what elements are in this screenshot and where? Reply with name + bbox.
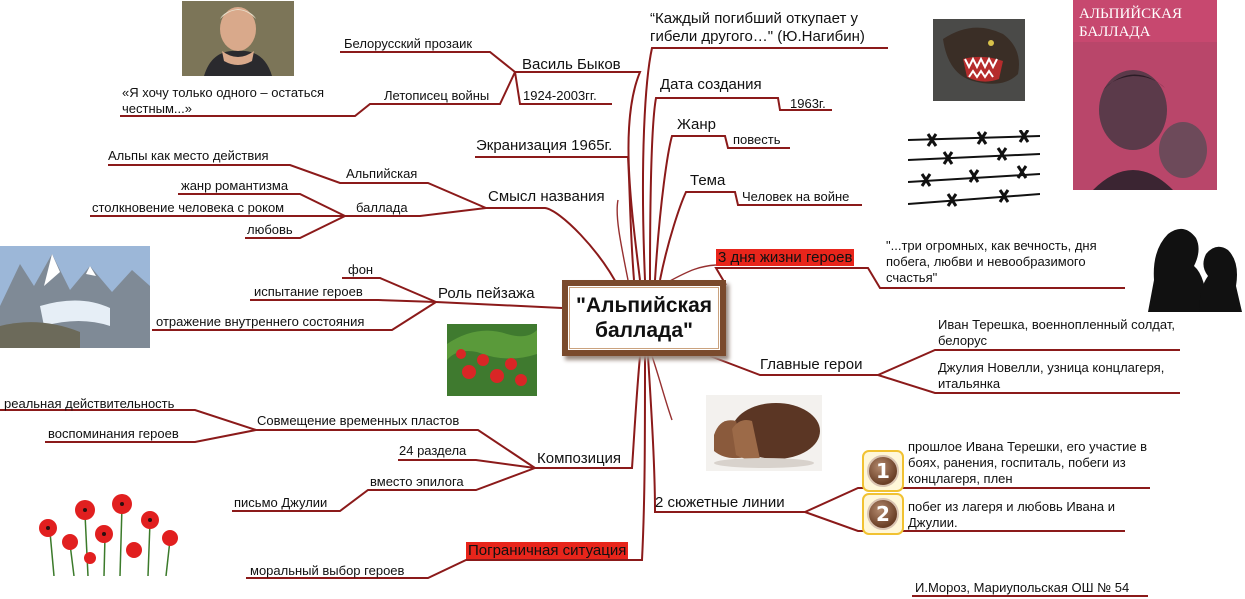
node-pogranichnaya-label: Пограничная ситуация	[466, 542, 629, 559]
node-bykov-quote: «Я хочу только одного – остаться честным…	[122, 85, 325, 116]
connector	[246, 355, 646, 579]
node-tri-dnya: 3 дня жизни героев	[716, 249, 855, 267]
node-data-sozdaniya: Дата создания	[660, 76, 762, 93]
node-sovmeshchenie: Совмещение временных пластов	[257, 413, 460, 428]
connector	[641, 47, 888, 281]
node-lubov: любовь	[247, 222, 293, 237]
node-line2: побег из лагеря и любовь Ивана и Джулии.	[908, 499, 1116, 530]
connector	[804, 487, 1150, 513]
node-prozaik: Белорусский прозаик	[344, 36, 473, 51]
connector	[345, 207, 487, 217]
couple-silhouette-image	[1148, 228, 1242, 312]
node-pogranichnaya: Пограничная ситуация	[466, 542, 629, 560]
connector	[659, 191, 862, 281]
node-tema: Тема	[690, 172, 726, 189]
node-ispytanie: испытание героев	[254, 284, 363, 299]
node-zhanr: Жанр	[677, 116, 716, 133]
node-tri-dnya-label: 3 дня жизни героев	[716, 249, 855, 266]
central-topic: "Альпийская баллада"	[562, 280, 726, 356]
connector	[667, 264, 717, 283]
node-line1: прошлое Ивана Терешки, его участие в боя…	[908, 439, 1148, 486]
node-stolknovenie: столкновение человека с роком	[92, 200, 285, 215]
central-topic-label: "Альпийская баллада"	[576, 294, 712, 342]
node-fon: фон	[348, 262, 374, 277]
node-tema-val: Человек на войне	[742, 189, 850, 204]
node-glavnye-geroi: Главные герои	[760, 356, 863, 373]
node-tri-dnya-quote: "...три огромных, как вечность, дня побе…	[886, 238, 1097, 285]
node-razdela: 24 раздела	[399, 443, 467, 458]
connector	[340, 51, 516, 73]
connector	[108, 164, 487, 209]
connector	[0, 409, 257, 431]
bread-image	[706, 395, 822, 471]
connector	[45, 429, 257, 443]
connector	[120, 71, 516, 117]
mountains-image	[0, 246, 150, 348]
connector	[250, 299, 437, 303]
node-vospominaniya: воспоминания героев	[48, 426, 179, 441]
connector	[709, 355, 878, 376]
number-2-icon: 2	[862, 493, 904, 535]
node-realnaya: реальная действительность	[4, 396, 175, 411]
connector	[232, 467, 536, 512]
number-1-disc: 1	[867, 455, 899, 487]
node-dzhulia: Джулия Новелли, узница концлагеря, италь…	[938, 360, 1165, 391]
connector	[435, 301, 563, 309]
node-moralny: моральный выбор героев	[250, 563, 405, 578]
node-alpy: Альпы как место действия	[108, 148, 269, 163]
connector	[647, 355, 805, 513]
node-ballada: баллада	[356, 200, 408, 215]
node-smysl: Смысл названия	[488, 188, 605, 205]
node-alpiyskaya: Альпийская	[346, 166, 418, 181]
node-data-year: 1963г.	[790, 96, 826, 111]
connector	[178, 193, 346, 217]
connector	[535, 355, 641, 469]
connector	[714, 267, 1125, 289]
node-years: 1924-2003гг.	[523, 88, 597, 103]
connector	[152, 301, 437, 331]
node-zhanr-val: повесть	[733, 132, 781, 147]
connector	[654, 135, 790, 281]
node-kompoziciya: Композиция	[537, 450, 622, 467]
node-letopisec: Летописец войны	[384, 88, 490, 103]
node-ivan: Иван Терешка, военнопленный солдат, бело…	[938, 317, 1175, 348]
node-vmesto-epiloga: вместо эпилога	[370, 474, 464, 489]
connector	[877, 374, 1180, 394]
connector	[475, 156, 635, 281]
node-syuzhetnye-linii: 2 сюжетные линии	[655, 494, 785, 511]
connector	[398, 459, 536, 469]
node-bykov: Василь Быков	[522, 56, 621, 73]
barbed-wire-image	[908, 130, 1040, 207]
connector	[877, 349, 1180, 376]
number-1-icon: 1	[862, 450, 904, 492]
connector	[804, 511, 1125, 532]
connector	[649, 97, 832, 281]
node-nagibin-quote: “Каждый погибший откупает у гибели друго…	[650, 10, 865, 45]
node-ekranizaciya: Экранизация 1965г.	[476, 137, 613, 154]
connector	[245, 215, 346, 239]
connector	[616, 199, 629, 281]
strawberries-image	[447, 324, 537, 396]
node-romantizm: жанр романтизма	[181, 178, 289, 193]
connector	[651, 355, 673, 421]
connector	[514, 71, 612, 105]
dog-image	[933, 19, 1025, 101]
bykov-portrait-image	[182, 1, 294, 76]
node-otrazhenie: отражение внутреннего состояния	[156, 314, 365, 329]
connector	[256, 429, 536, 469]
poppies-image	[39, 494, 178, 576]
svg-text:АЛЬПИЙСКАЯ: АЛЬПИЙСКАЯ	[1079, 5, 1182, 22]
connector	[486, 207, 621, 291]
author-credit: И.Мороз, Мариупольская ОШ № 54	[915, 580, 1130, 595]
node-pismo: письмо Джулии	[234, 495, 328, 510]
number-2-disc: 2	[867, 498, 899, 530]
svg-text:БАЛЛАДА: БАЛЛАДА	[1079, 24, 1151, 40]
node-rol-peyzazha: Роль пейзажа	[438, 285, 535, 302]
connector	[342, 277, 437, 303]
film-poster-image: АЛЬПИЙСКАЯ БАЛЛАДА	[1073, 0, 1217, 190]
